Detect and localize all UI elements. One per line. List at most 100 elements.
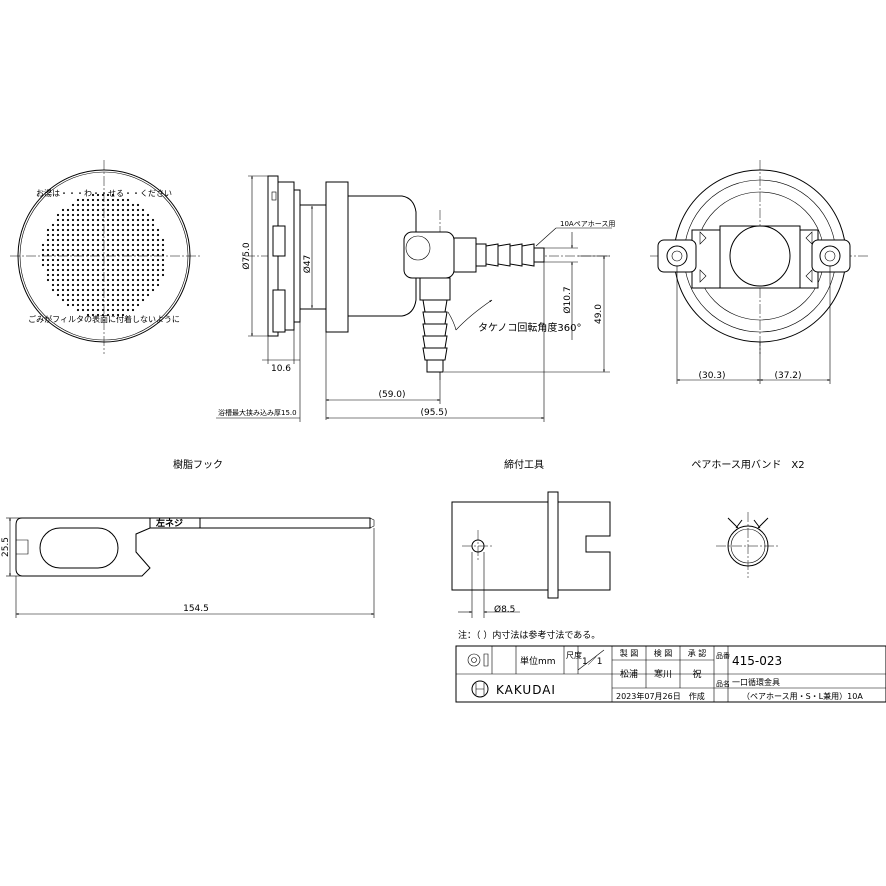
filter-hole <box>71 273 75 277</box>
filter-hole <box>96 203 100 207</box>
filter-hole <box>76 203 80 207</box>
filter-hole <box>51 223 55 227</box>
filter-hole <box>136 278 140 282</box>
filter-hole <box>146 278 150 282</box>
filter-hole <box>126 258 130 262</box>
approved-by: 祝 <box>692 668 701 680</box>
filter-hole <box>86 268 90 272</box>
filter-hole <box>76 308 80 312</box>
filter-hole <box>91 278 95 282</box>
filter-hole <box>111 228 115 232</box>
filter-hole <box>101 273 105 277</box>
filter-hole <box>91 273 95 277</box>
filter-hole <box>101 208 105 212</box>
filter-hole <box>136 293 140 297</box>
filter-hole <box>131 208 135 212</box>
filter-hole <box>81 218 85 222</box>
filter-hole <box>71 263 75 267</box>
filter-hole <box>146 273 150 277</box>
filter-hole <box>66 208 70 212</box>
filter-hole <box>86 303 90 307</box>
filter-hole <box>141 283 145 287</box>
filter-hole <box>101 263 105 267</box>
filter-hole <box>161 238 165 242</box>
filter-hole <box>91 238 95 242</box>
filter-hole <box>71 223 75 227</box>
filter-hole <box>81 198 85 202</box>
filter-text-bottom: ごみがフィルタの表面に付着しないように <box>28 314 180 324</box>
filter-hole <box>91 263 95 267</box>
label-rotation: タケノコ回転角度360° <box>478 321 582 334</box>
filter-hole <box>86 228 90 232</box>
filter-hole <box>71 213 75 217</box>
filter-hole <box>86 313 90 317</box>
filter-hole <box>66 298 70 302</box>
filter-hole <box>76 283 80 287</box>
filter-hole <box>126 298 130 302</box>
filter-hole <box>51 263 55 267</box>
filter-hole <box>66 278 70 282</box>
filter-hole <box>106 288 110 292</box>
filter-hole <box>121 303 125 307</box>
filter-hole <box>51 248 55 252</box>
filter-hole <box>96 268 100 272</box>
band-title: ペアホース用バンド X2 <box>691 459 804 471</box>
filter-hole <box>101 298 105 302</box>
dim-10-6: 10.6 <box>271 364 291 374</box>
filter-hole <box>116 248 120 252</box>
filter-hole <box>76 223 80 227</box>
filter-hole <box>86 213 90 217</box>
filter-hole <box>56 288 60 292</box>
filter-hole <box>76 298 80 302</box>
dim-barb-dia: Ø10.7 <box>562 286 573 313</box>
filter-hole <box>96 283 100 287</box>
filter-hole <box>71 298 75 302</box>
filter-hole <box>131 213 135 217</box>
filter-hole <box>96 198 100 202</box>
filter-hole <box>66 248 70 252</box>
filter-hole <box>156 268 160 272</box>
filter-hole <box>61 288 65 292</box>
filter-hole <box>51 283 55 287</box>
filter-hole <box>106 198 110 202</box>
filter-hole <box>156 273 160 277</box>
filter-hole <box>81 203 85 207</box>
filter-hole <box>131 298 135 302</box>
filter-hole <box>151 268 155 272</box>
filter-hole <box>86 278 90 282</box>
filter-hole <box>66 238 70 242</box>
filter-hole <box>81 248 85 252</box>
filter-hole <box>116 203 120 207</box>
filter-hole <box>76 278 80 282</box>
side-view: Ø75.0 Ø47 10.6 (59.0) (95.5) 浴槽最大挟み込み厚15… <box>216 175 615 422</box>
filter-hole <box>96 218 100 222</box>
filter-hole <box>136 273 140 277</box>
filter-hole <box>116 308 120 312</box>
filter-hole <box>101 233 105 237</box>
filter-hole <box>66 228 70 232</box>
filter-hole <box>111 203 115 207</box>
scale-value: 1／1 <box>582 656 602 667</box>
filter-hole <box>46 233 50 237</box>
filter-hole <box>141 218 145 222</box>
filter-hole <box>131 263 135 267</box>
filter-hole <box>76 198 80 202</box>
filter-hole <box>101 198 105 202</box>
filter-hole <box>86 223 90 227</box>
filter-hole <box>161 258 165 262</box>
filter-hole <box>141 278 145 282</box>
filter-hole <box>131 268 135 272</box>
filter-hole <box>46 273 50 277</box>
filter-hole <box>96 208 100 212</box>
hook-dim-height: 25.5 <box>1 537 11 557</box>
filter-hole <box>126 203 130 207</box>
filter-hole <box>91 208 95 212</box>
checked-by: 寒川 <box>654 668 672 680</box>
filter-hole <box>101 278 105 282</box>
filter-hole <box>96 303 100 307</box>
filter-hole <box>56 293 60 297</box>
filter-hole <box>136 298 140 302</box>
filter-hole <box>71 218 75 222</box>
filter-hole <box>76 293 80 297</box>
filter-hole <box>101 213 105 217</box>
